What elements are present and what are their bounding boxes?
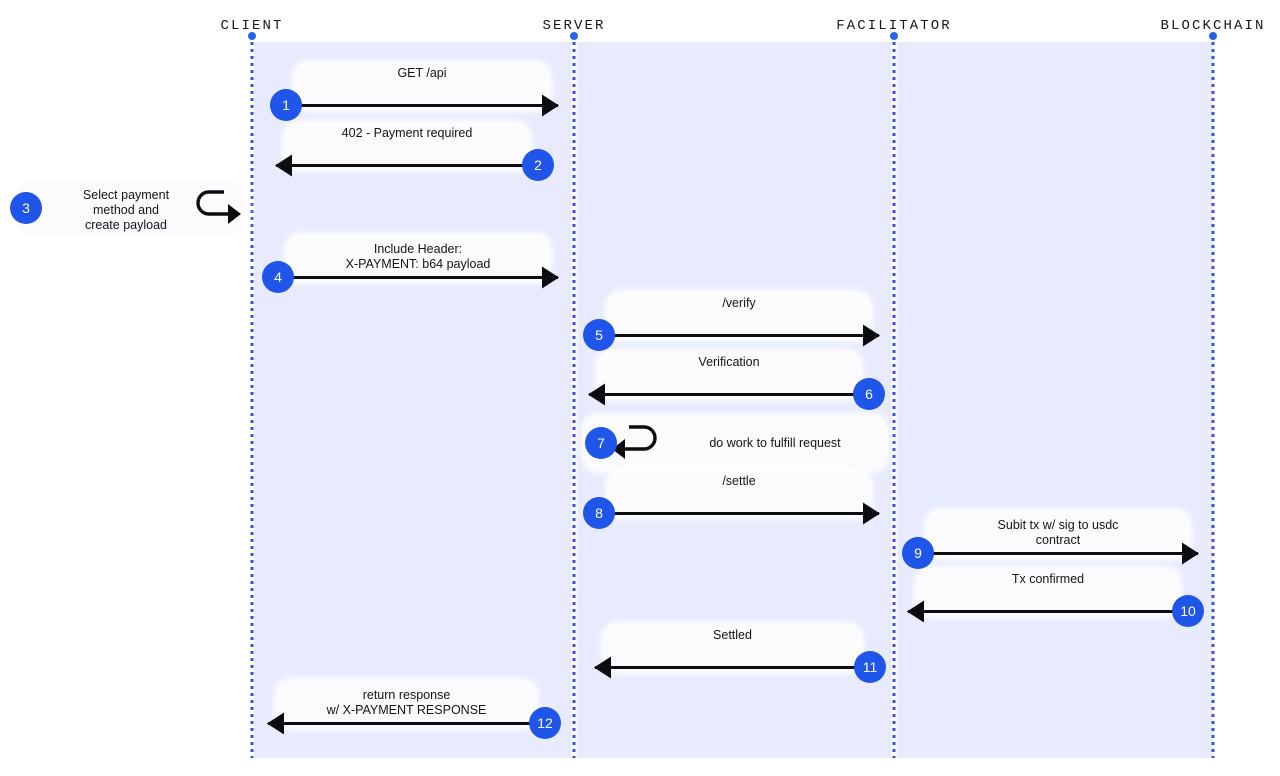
lifeline-dot-server [570,32,578,40]
message-2-label: 402 - Payment required [341,126,473,140]
message-10-arrowhead-icon [907,600,924,623]
message-1-line [286,104,558,107]
message-2-pill [286,124,528,168]
message-4-step-badge: 4 [262,261,294,293]
message-12-step-badge: 12 [529,707,561,739]
message-10-pill [918,570,1178,614]
message-4-label: Include Header: X-PAYMENT: b64 payload [345,242,491,271]
message-1-label: GET /api [397,66,447,80]
message-9-step-badge: 9 [902,537,934,569]
lifeline-dot-blockchain [1209,32,1217,40]
lane-facilitator-blockchain [896,42,1213,758]
message-8-step-badge: 8 [583,497,615,529]
self-loop-right-arrow-icon [196,190,241,224]
message-7-label: do work to fulfill request [709,436,841,450]
actor-header-server: SERVER [542,18,606,34]
message-7-step-badge: 7 [585,427,617,459]
message-6-line [589,393,869,396]
message-2-line [276,164,538,167]
message-8: /settle 8 [583,472,880,529]
message-11-pill [605,626,860,670]
message-5-line [599,334,879,337]
message-12-arrowhead-icon [267,712,284,735]
message-1-pill [296,64,548,108]
message-8-label: /settle [722,474,756,488]
message-11-arrowhead-icon [594,656,611,679]
message-12-line [268,722,545,725]
lifeline-facilitator [892,42,896,758]
message-2-arrowhead-icon [275,154,292,177]
message-3-step-badge: 3 [10,192,42,224]
message-5-pill [609,294,869,338]
message-12: return response w/ X-PAYMENT RESPONSE 12 [267,682,561,739]
message-6-label: Verification [698,355,760,369]
message-1: GET /api 1 [270,64,559,121]
message-2: 402 - Payment required 2 [275,124,554,181]
actor-header-facilitator: FACILITATOR [836,18,952,34]
message-6-pill [599,353,859,397]
message-6: Verification 6 [588,353,885,410]
message-5-step-badge: 5 [583,319,615,351]
message-4-pill [288,236,548,280]
message-10-label: Tx confirmed [1011,572,1085,586]
self-loop-left-arrow-icon [612,425,657,459]
message-12-label: return response w/ X-PAYMENT RESPONSE [326,688,487,717]
message-4-arrowhead-icon [542,266,559,289]
lifeline-blockchain [1211,42,1215,758]
lifeline-dot-client [248,32,256,40]
message-8-line [599,512,879,515]
actor-header-blockchain: BLOCKCHAIN [1160,18,1266,34]
message-8-pill [609,472,869,516]
message-5: /verify 5 [583,294,880,351]
message-4: Include Header: X-PAYMENT: b64 payload 4 [262,236,559,293]
message-12-pill [278,682,535,726]
message-3-label: Select payment method and create payload [82,188,170,232]
message-11-line [595,666,870,669]
message-5-label: /verify [722,296,756,310]
message-1-step-badge: 1 [270,89,302,121]
message-9-label: Subit tx w/ sig to usdc contract [997,518,1119,547]
message-1-arrowhead-icon [542,94,559,117]
lifeline-client [250,42,254,758]
message-11-step-badge: 11 [854,651,886,683]
message-11: Settled 11 [594,626,886,683]
message-8-arrowhead-icon [863,502,880,525]
message-9: Subit tx w/ sig to usdc contract 9 [902,512,1199,569]
message-11-label: Settled [713,628,752,642]
message-2-step-badge: 2 [522,149,554,181]
message-7: do work to fulfill request 7 [585,417,885,469]
message-9-pill [928,512,1188,556]
message-10-step-badge: 10 [1172,595,1204,627]
message-5-arrowhead-icon [863,324,880,347]
message-10-line [908,610,1188,613]
message-9-arrowhead-icon [1182,542,1199,565]
message-9-line [918,552,1198,555]
message-3: Select payment method and create payload… [10,182,250,234]
message-10: Tx confirmed 10 [907,570,1204,627]
lifeline-dot-facilitator [890,32,898,40]
lifeline-server [572,42,576,758]
message-6-step-badge: 6 [853,378,885,410]
message-6-arrowhead-icon [588,383,605,406]
message-4-line [278,276,558,279]
actor-header-client: CLIENT [220,18,284,34]
